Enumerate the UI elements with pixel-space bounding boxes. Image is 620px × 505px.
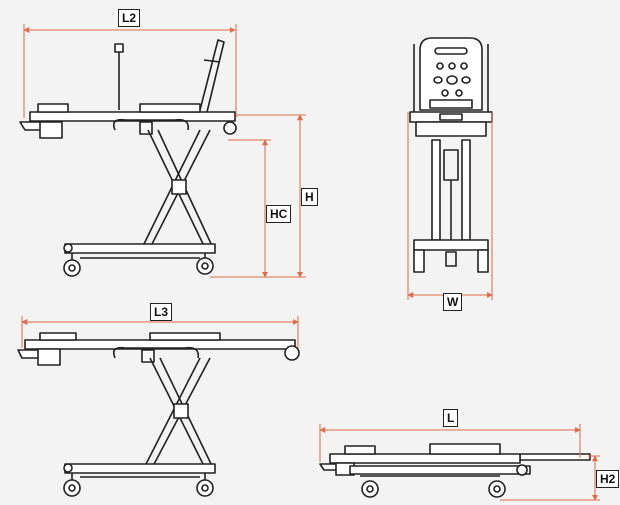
stretcher-side-view-raised	[19, 39, 237, 277]
view4-dimensions	[319, 424, 600, 501]
dimension-label-l2: L2	[118, 9, 141, 27]
stretcher-front-view	[409, 37, 493, 273]
dimension-label-l3: L3	[150, 303, 173, 321]
dimension-label-h: H	[301, 188, 318, 206]
stretcher-side-view-collapsed	[319, 443, 591, 498]
dimension-label-h2: H2	[596, 470, 620, 488]
dimension-label-hc: HC	[266, 205, 292, 223]
dimension-label-w: W	[443, 293, 463, 311]
stretcher-side-view-mid	[17, 332, 300, 497]
view1-dimensions	[23, 24, 306, 278]
dimension-label-l: L	[443, 409, 459, 427]
view3-dimensions	[21, 316, 299, 348]
